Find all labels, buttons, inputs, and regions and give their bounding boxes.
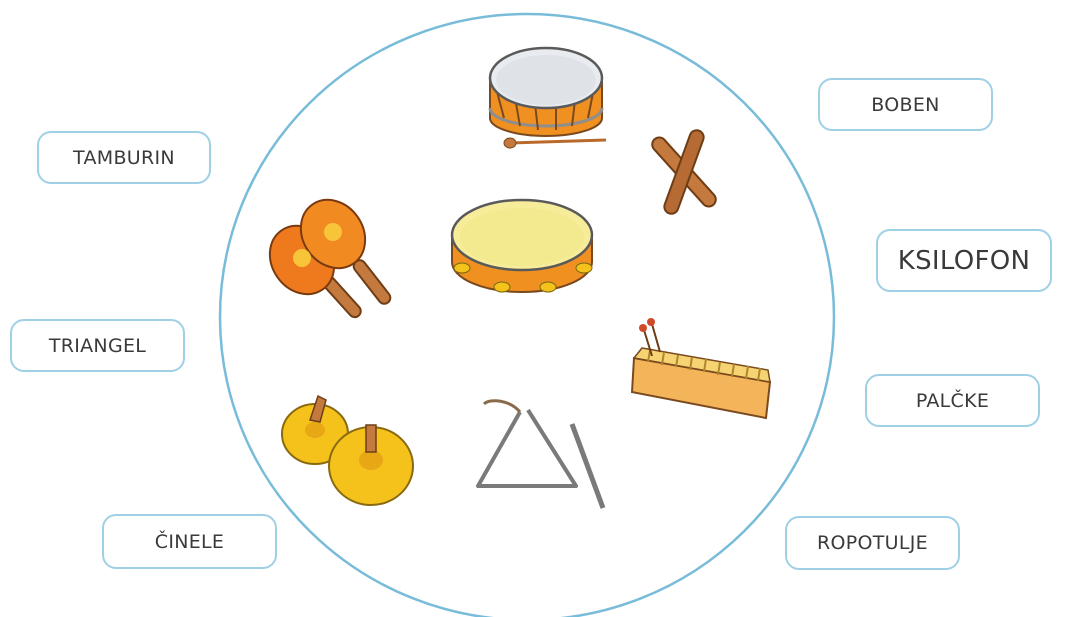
label-tamburin[interactable]: TAMBURIN — [37, 131, 211, 184]
maracas-icon[interactable] — [257, 187, 393, 319]
instrument-circle — [218, 12, 836, 617]
xylophone-icon[interactable] — [630, 318, 772, 420]
label-cinele[interactable]: ČINELE — [102, 514, 277, 569]
claves-icon[interactable] — [649, 128, 718, 215]
label-triangel[interactable]: TRIANGEL — [10, 319, 185, 372]
label-ropotulje[interactable]: ROPOTULJE — [785, 516, 960, 570]
label-ksilofon[interactable]: KSILOFON — [876, 229, 1052, 292]
drum-icon[interactable] — [488, 46, 607, 149]
label-boben[interactable]: BOBEN — [818, 78, 993, 131]
tambourine-icon[interactable] — [450, 198, 594, 293]
label-palcke[interactable]: PALČKE — [865, 374, 1040, 427]
cymbals-icon[interactable] — [281, 394, 414, 506]
triangle-icon[interactable] — [476, 399, 606, 509]
